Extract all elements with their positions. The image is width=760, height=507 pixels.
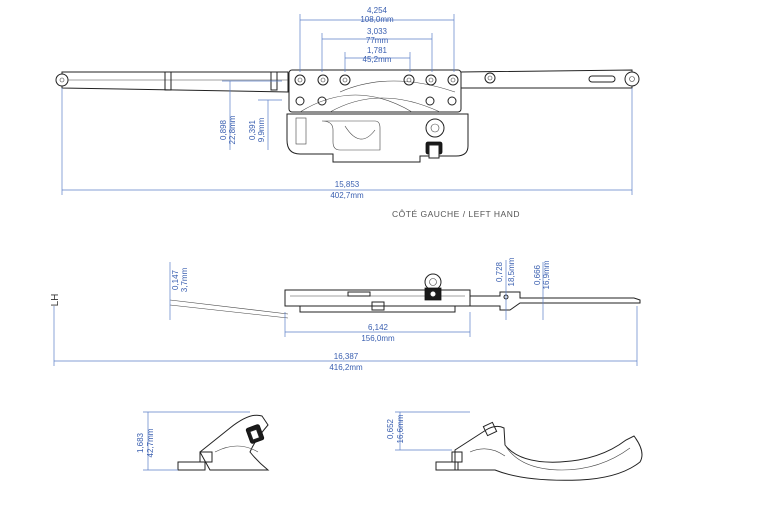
dim-left-height-mm: 22,8mm [228, 115, 237, 144]
side-view [169, 273, 641, 319]
end-view-right [435, 421, 643, 481]
dim-top-overall-mm: 108,0mm [360, 15, 394, 24]
side-label: LH [50, 294, 61, 307]
dim-arm-drop-mm: 3,7mm [180, 267, 189, 292]
dim-left-offset-inch: 0,391 [248, 119, 257, 140]
end-view-left [177, 414, 270, 471]
dim-top-overall-inch: 4,254 [367, 6, 388, 15]
dim-top-inner-inch: 1,781 [367, 46, 388, 55]
dim-base-length-inch: 6,142 [368, 323, 389, 332]
plan-view [55, 69, 640, 163]
dim-side-length-mm: 416,2mm [329, 363, 363, 372]
dim-left-offset-mm: 9,9mm [257, 117, 266, 142]
plan-dimensions [61, 14, 633, 195]
dim-end-right-h-mm: 16,6mm [396, 414, 405, 443]
end-right-dims [395, 411, 470, 451]
caption-left-hand: CÔTÉ GAUCHE / LEFT HAND [392, 209, 520, 219]
dim-plan-length-inch: 15,853 [335, 180, 360, 189]
dim-right-drop1-mm: 18,5mm [507, 257, 516, 286]
dim-end-left-h-inch: 1,683 [136, 432, 145, 453]
side-dimensions [53, 260, 638, 366]
dim-end-right-h-inch: 0,652 [386, 418, 395, 439]
dim-plan-length-mm: 402,7mm [330, 191, 364, 200]
dim-top-mid-mm: 77mm [366, 36, 389, 45]
end-left-dims [143, 411, 250, 471]
dim-right-drop2-mm: 16,9mm [542, 260, 551, 289]
dim-base-length-mm: 156,0mm [361, 334, 395, 343]
dim-side-length-inch: 16,387 [334, 352, 359, 361]
rivet-holes [294, 74, 459, 106]
dim-right-drop1-inch: 0,728 [495, 261, 504, 282]
dim-arm-drop-inch: 0,147 [171, 269, 180, 290]
dim-end-left-h-mm: 42,7mm [146, 428, 155, 457]
dim-left-height-inch: 0,898 [219, 119, 228, 140]
dim-right-drop2-inch: 0,666 [533, 264, 542, 285]
dim-top-mid-inch: 3,033 [367, 27, 388, 36]
dim-top-inner-mm: 45,2mm [363, 55, 392, 64]
